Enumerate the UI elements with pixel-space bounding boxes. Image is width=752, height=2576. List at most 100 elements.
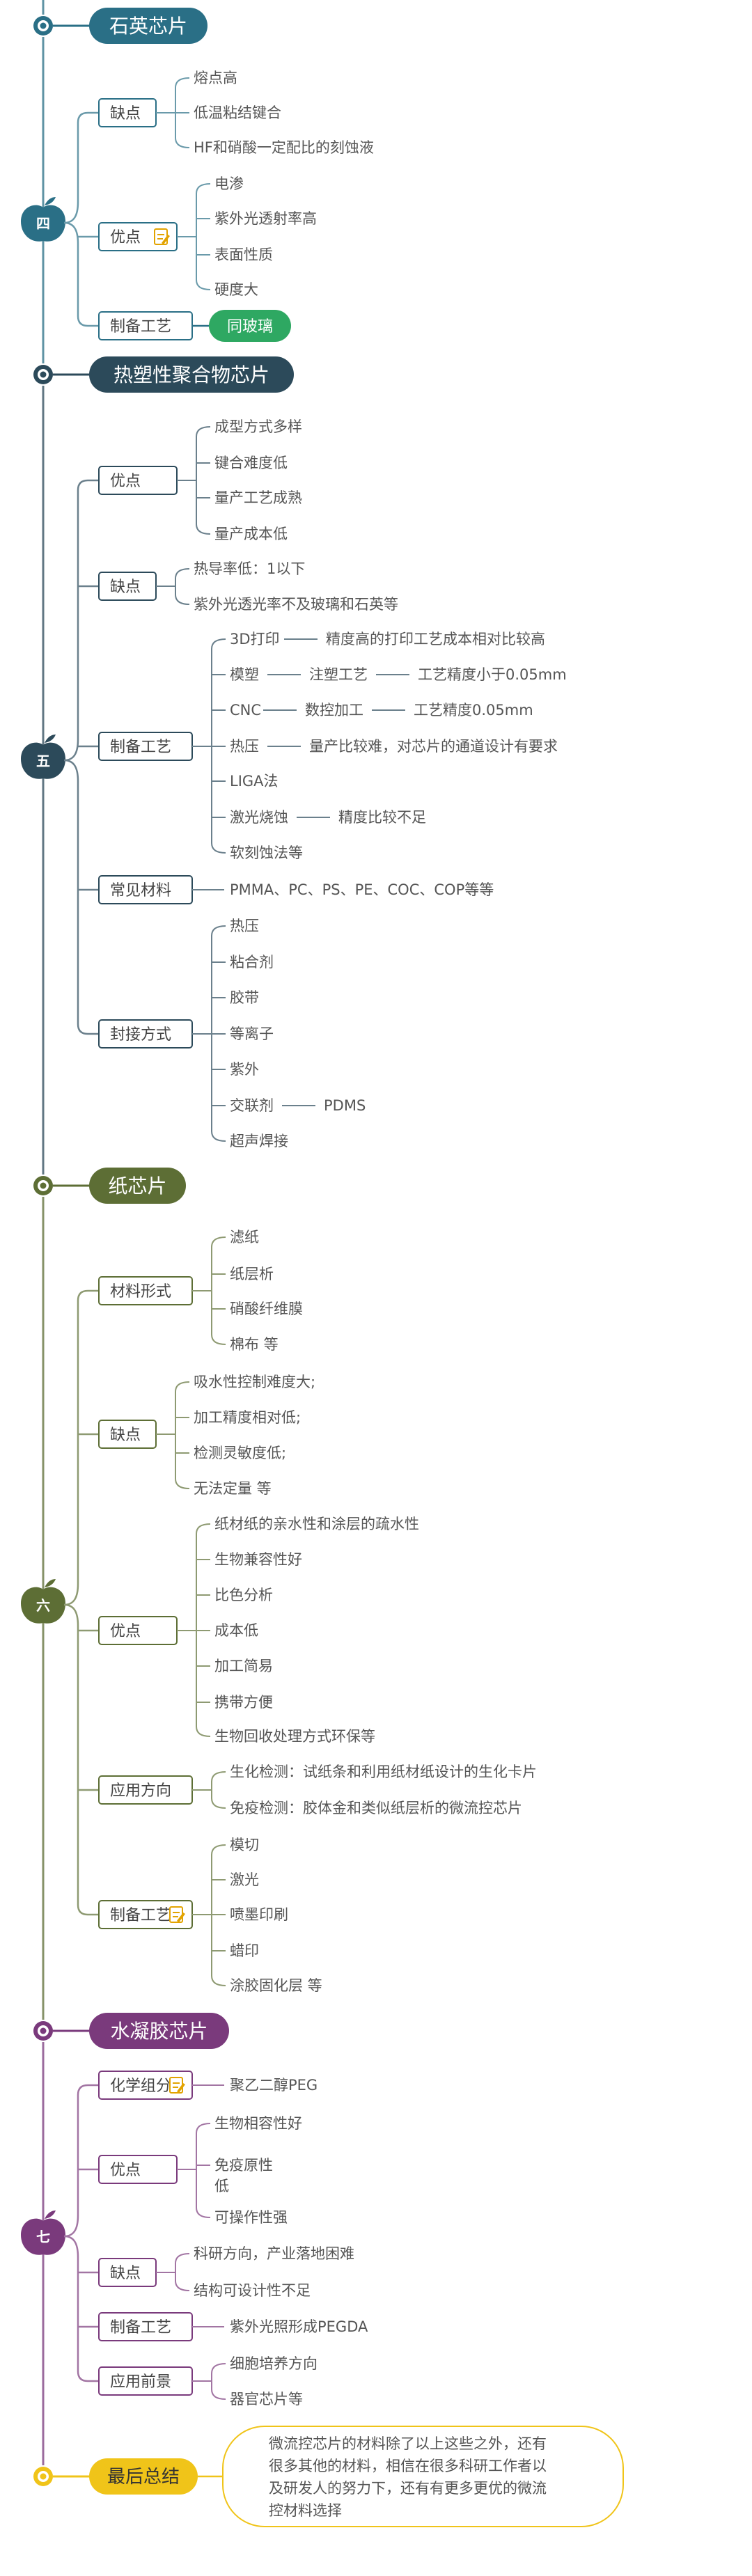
group-node[interactable]: 常见材料: [98, 875, 193, 904]
item-text: 超声焊接: [230, 1133, 288, 1149]
branch-item[interactable]: 紫外光透光率不及玻璃和石英等: [194, 596, 398, 613]
group-node[interactable]: 制备工艺: [98, 732, 193, 761]
branch-item[interactable]: 软刻蚀法等: [230, 845, 303, 861]
item-text: 紫外光透射率高: [214, 210, 317, 227]
group-node[interactable]: 优点: [98, 466, 178, 495]
branch-item[interactable]: 低温粘结键合: [194, 104, 281, 121]
branch-item[interactable]: 生化检测：试纸条和利用纸材纸设计的生化卡片: [230, 1764, 537, 1780]
branch-item[interactable]: 检测灵敏度低;: [194, 1445, 286, 1461]
item-text: 软刻蚀法等: [230, 845, 303, 861]
group-node[interactable]: 制备工艺: [98, 311, 193, 340]
branch-item[interactable]: 硬度大: [214, 281, 258, 298]
item-text: 激光: [230, 1871, 259, 1888]
branch-item[interactable]: 聚乙二醇PEG: [230, 2077, 318, 2094]
group-node[interactable]: 材料形式: [98, 1276, 193, 1305]
note-icon[interactable]: [169, 2077, 185, 2094]
branch-item[interactable]: 结构可设计性不足: [194, 2282, 311, 2299]
branch-item[interactable]: 模切: [230, 1837, 259, 1853]
branch-item[interactable]: 成本低: [214, 1622, 258, 1639]
group-node[interactable]: 封接方式: [98, 1019, 193, 1049]
branch-item[interactable]: 可操作性强: [214, 2209, 288, 2226]
branch-item[interactable]: 热压: [230, 918, 259, 934]
section-header[interactable]: 石英芯片: [33, 8, 207, 44]
branch-item[interactable]: 紫外: [230, 1061, 259, 1078]
item-text: 无法定量 等: [194, 1480, 272, 1497]
branch-item[interactable]: 纸层析: [230, 1266, 274, 1282]
group-node[interactable]: 应用方向: [98, 1775, 193, 1805]
branch-item[interactable]: 紫外光透射率高: [214, 210, 317, 227]
branch-item[interactable]: 胶带: [230, 989, 259, 1006]
branch-item[interactable]: LIGA法: [230, 773, 279, 790]
branch-item[interactable]: 携带方便: [214, 1694, 273, 1711]
group-node[interactable]: 缺点: [98, 572, 157, 601]
branch-item[interactable]: 蜡印: [230, 1942, 259, 1959]
section-title: 水凝胶芯片: [110, 2020, 207, 2043]
group-node[interactable]: 缺点: [98, 1420, 157, 1449]
branch-item[interactable]: 滤纸: [230, 1229, 259, 1246]
branch-item[interactable]: 键合难度低: [214, 455, 288, 471]
branch-item[interactable]: PMMA、PC、PS、PE、COC、COP等等: [230, 881, 494, 898]
note-icon[interactable]: [154, 228, 170, 245]
branch-item[interactable]: 模塑注塑工艺工艺精度小于0.05mm: [230, 666, 567, 683]
section-header[interactable]: 热塑性聚合物芯片: [33, 356, 294, 393]
branch-item[interactable]: 3D打印精度高的打印工艺成本相对比较高: [230, 631, 545, 647]
section-dot-core: [40, 22, 47, 29]
pill-node[interactable]: [209, 310, 291, 342]
branch-item[interactable]: 加工简易: [214, 1658, 273, 1674]
section-number: 五: [36, 753, 50, 769]
branch-item[interactable]: 科研方向，产业落地困难: [194, 2245, 354, 2262]
summary-text-line: 及研发人的努力下，还有有更多更优的微流: [269, 2480, 547, 2497]
branch-item[interactable]: 量产成本低: [214, 526, 288, 542]
branch-item[interactable]: 细胞培养方向: [230, 2355, 318, 2372]
summary-node[interactable]: 最后总结微流控芯片的材料除了以上这些之外，还有很多其他的材料，相信在很多科研工作…: [33, 2426, 624, 2527]
branch-item[interactable]: 量产工艺成熟: [214, 489, 302, 506]
branch-item[interactable]: 免疫检测：胶体金和类似纸层析的微流控芯片: [230, 1800, 522, 1816]
branch-item[interactable]: 等离子: [230, 1026, 274, 1042]
branch-item[interactable]: 器官芯片等: [230, 2391, 303, 2408]
section-number-badge: 七: [21, 2210, 65, 2255]
group-connector: [63, 221, 99, 327]
branch-item[interactable]: 棉布 等: [230, 1336, 279, 1353]
section-header[interactable]: 纸芯片: [33, 1168, 186, 1204]
branch-item[interactable]: 热压量产比较难，对芯片的通道设计有要求: [230, 738, 558, 755]
branch-item[interactable]: 电渗: [214, 175, 244, 192]
branch-item[interactable]: 喷墨印刷: [230, 1906, 288, 1923]
branch-item[interactable]: 热导率低：1以下: [194, 560, 305, 577]
branch-item[interactable]: 生物相容性好: [214, 2115, 302, 2132]
group-node[interactable]: 应用前景: [98, 2366, 193, 2396]
branch-item[interactable]: 粘合剂: [230, 954, 274, 971]
branch-item[interactable]: 超声焊接: [230, 1133, 288, 1149]
branch-item[interactable]: 生物兼容性好: [214, 1551, 302, 1568]
group-node[interactable]: 制备工艺: [98, 2312, 193, 2341]
branch-item[interactable]: 比色分析: [214, 1587, 273, 1603]
branch-item[interactable]: 成型方式多样: [214, 418, 302, 435]
item-text: 硝酸纤维膜: [230, 1301, 303, 1317]
note-icon[interactable]: [169, 1906, 185, 1923]
group-node[interactable]: 制备工艺: [98, 1900, 193, 1929]
group-node[interactable]: 缺点: [98, 2258, 157, 2287]
branch-item[interactable]: 涂胶固化层 等: [230, 1977, 322, 1994]
branch-item[interactable]: 加工精度相对低;: [194, 1409, 301, 1426]
branch-item[interactable]: 激光烧蚀精度比较不足: [230, 809, 426, 826]
branch-item[interactable]: 熔点高: [194, 70, 237, 86]
group-node[interactable]: 优点: [98, 2155, 178, 2184]
branch-item[interactable]: 纸材纸的亲水性和涂层的疏水性: [214, 1516, 419, 1532]
branch-item[interactable]: 激光: [230, 1871, 259, 1888]
branch-item[interactable]: 吸水性控制难度大;: [194, 1374, 315, 1390]
branch-item[interactable]: 硝酸纤维膜: [230, 1301, 303, 1317]
branch-item[interactable]: 生物回收处理方式环保等: [214, 1728, 375, 1745]
item-text: CNC: [230, 702, 261, 718]
branch-item[interactable]: 无法定量 等: [194, 1480, 272, 1497]
branch-item[interactable]: HF和硝酸一定配比的刻蚀液: [194, 139, 374, 156]
section-header[interactable]: 水凝胶芯片: [33, 2013, 229, 2049]
leaf-icon: [45, 1579, 56, 1587]
group-label: 化学组分: [110, 2078, 171, 2095]
group-node[interactable]: 缺点: [98, 98, 157, 127]
branch-item[interactable]: 紫外光照形成PEGDA: [230, 2318, 368, 2335]
item-text: 电渗: [214, 175, 244, 192]
branch-item[interactable]: 表面性质: [214, 246, 273, 263]
group-node[interactable]: 优点: [98, 1616, 178, 1645]
